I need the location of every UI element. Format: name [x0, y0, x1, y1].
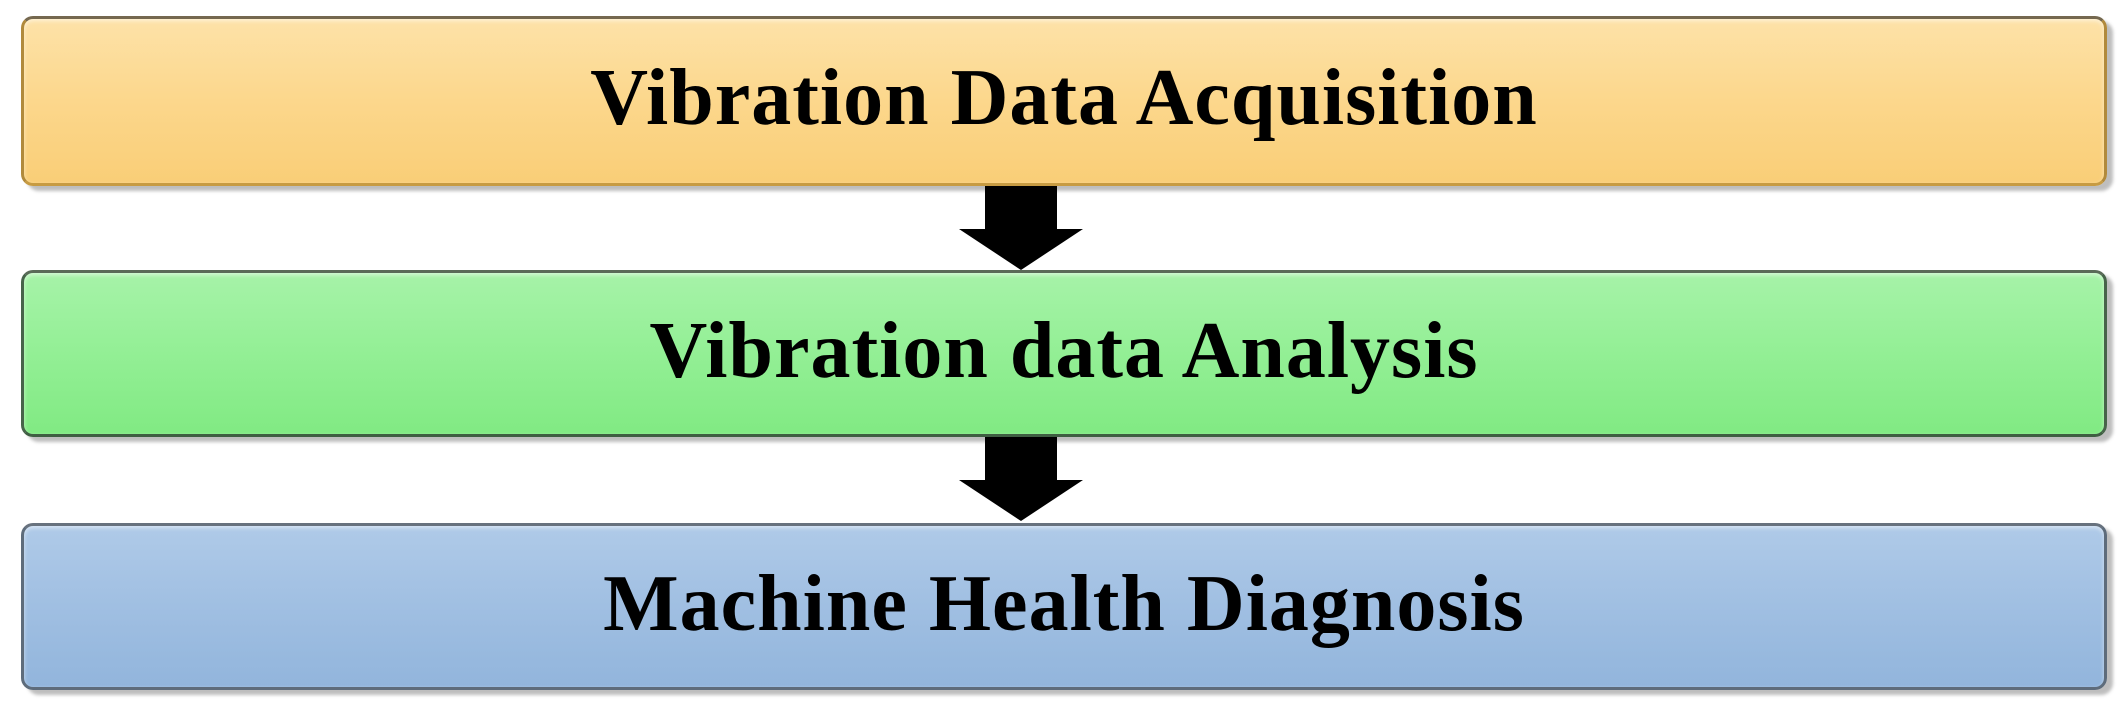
step-label: Vibration Data Acquisition [590, 54, 1538, 142]
flow-step-vibration-data-analysis: Vibration data Analysis [21, 270, 2107, 437]
flow-step-vibration-data-acquisition: Vibration Data Acquisition [21, 16, 2107, 186]
flow-step-machine-health-diagnosis: Machine Health Diagnosis [21, 523, 2107, 690]
step-label: Machine Health Diagnosis [603, 559, 1525, 648]
down-arrow-icon [959, 186, 1083, 270]
down-arrow-icon [959, 437, 1083, 521]
step-label: Vibration data Analysis [649, 306, 1479, 395]
